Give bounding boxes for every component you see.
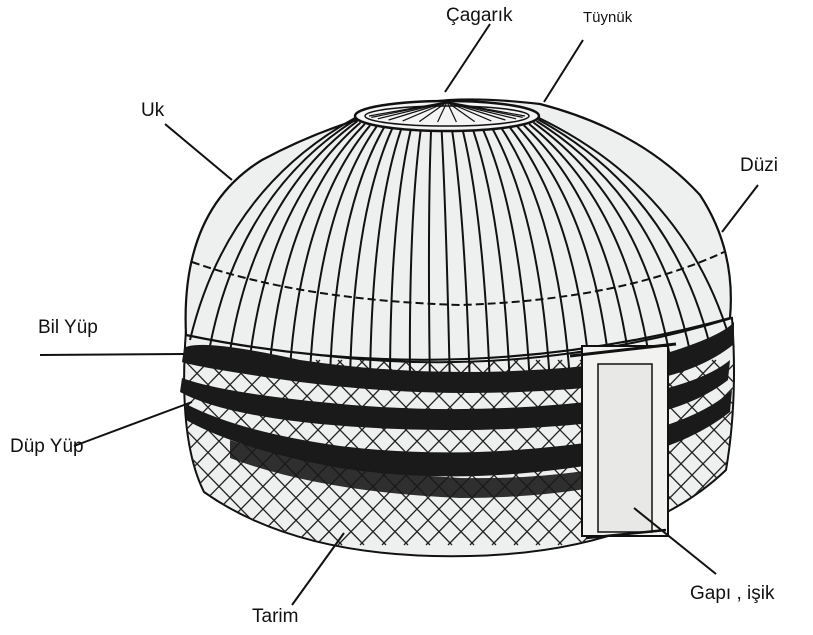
- door-panel: [598, 364, 652, 532]
- leader-uk: [165, 124, 232, 180]
- label-tuynuk: Tüynük: [583, 10, 632, 25]
- label-uk: Uk: [141, 101, 164, 120]
- label-gapi-isik: Gapı , işik: [690, 584, 774, 603]
- leader-bil-yup: [40, 354, 184, 355]
- label-cagarik: Çagarık: [446, 6, 513, 25]
- label-duzi: Düzi: [740, 156, 778, 175]
- leader-cagarik: [445, 24, 490, 92]
- label-dup-yup: Düp Yüp: [10, 437, 84, 456]
- leader-duzi: [722, 185, 758, 232]
- label-tarim: Tarim: [252, 607, 298, 626]
- label-bil-yup: Bil Yüp: [38, 318, 98, 337]
- leader-gapi: [634, 508, 716, 574]
- yurt-drawing: [0, 24, 813, 605]
- leader-tuynuk: [544, 40, 583, 102]
- leader-tarim: [292, 533, 344, 605]
- leader-dup-yup: [74, 402, 192, 446]
